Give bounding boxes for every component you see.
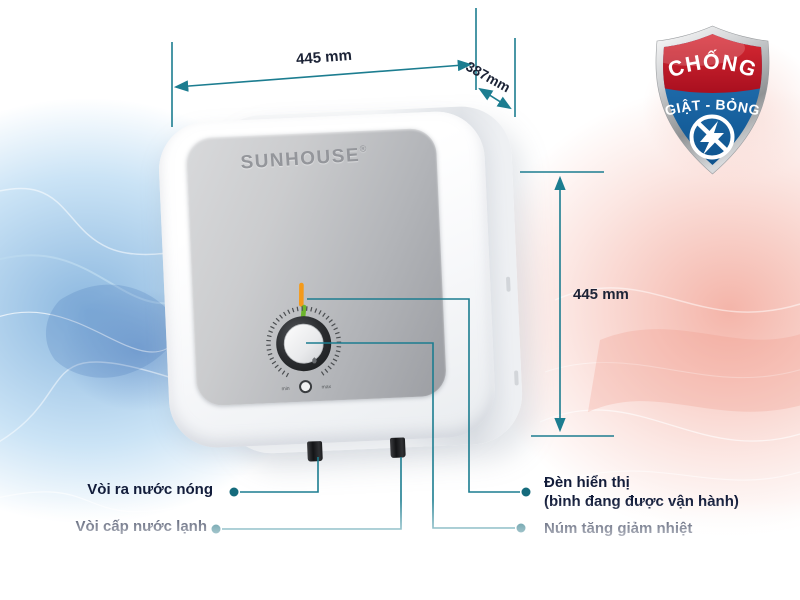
hot-water-outlet-label: Vòi ra nước nóng bbox=[87, 481, 213, 498]
cold-water-inlet-pipe bbox=[389, 437, 406, 458]
water-heater-product: SUNHOUSE® bbox=[156, 86, 526, 476]
width-dimension-label: 445 mm bbox=[295, 46, 353, 69]
no-electric-shock-icon bbox=[689, 114, 735, 160]
indicator-light-label: Đèn hiển thị (bình đang được vận hành) bbox=[544, 473, 754, 511]
temperature-indicator-bar bbox=[298, 282, 307, 319]
background-bottom-fade bbox=[0, 500, 800, 600]
indicator-light-label-line2: (bình đang được vận hành) bbox=[544, 493, 739, 510]
thermostat-knob-assembly: min max bbox=[266, 282, 342, 394]
power-indicator-lamp bbox=[299, 380, 313, 394]
side-vent-notch bbox=[514, 370, 519, 386]
indicator-light-label-line1: Đèn hiển thị bbox=[544, 474, 630, 491]
knob-min-mark: min bbox=[281, 386, 290, 392]
brand-name: SUNHOUSE bbox=[239, 144, 361, 174]
height-dimension-label: 445 mm bbox=[573, 286, 629, 303]
side-vent-notch bbox=[505, 276, 511, 292]
hot-water-outlet-pipe bbox=[306, 440, 323, 462]
trademark-symbol: ® bbox=[359, 143, 367, 154]
cold-water-inlet-label: Vòi cấp nước lạnh bbox=[75, 518, 207, 535]
knob-leader-dot bbox=[516, 523, 526, 533]
knob-max-mark: max bbox=[321, 384, 331, 390]
hot-water-leader-dot bbox=[229, 487, 239, 497]
brand-logo: SUNHOUSE® bbox=[178, 139, 429, 178]
anti-shock-burn-badge: CHỐNG GIẬT - BỎNG bbox=[655, 25, 770, 175]
indicator-orange-segment bbox=[298, 282, 304, 307]
knob-label: Núm tăng giảm nhiệt bbox=[544, 520, 693, 537]
badge-bottom-text: GIẬT - BỎNG bbox=[663, 96, 761, 119]
indicator-leader-dot bbox=[521, 487, 531, 497]
cold-water-leader-dot bbox=[211, 524, 221, 534]
